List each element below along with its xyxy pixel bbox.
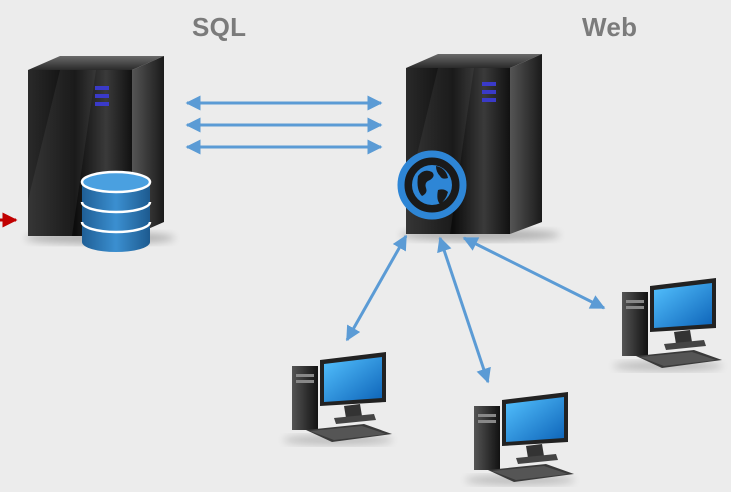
client-computer-1 — [283, 352, 393, 445]
monitor-screen — [506, 397, 564, 442]
web-server — [397, 54, 560, 241]
globe-icon — [397, 150, 467, 220]
connection-arrow — [437, 236, 491, 384]
database-icon — [80, 170, 152, 252]
server-status-lights — [482, 82, 496, 102]
sql-server — [25, 56, 175, 252]
web-client-connections — [345, 234, 606, 384]
monitor-screen — [654, 283, 712, 328]
client-computer-2 — [465, 392, 575, 485]
connection-arrow — [345, 234, 408, 342]
web-label: Web — [582, 12, 638, 42]
sql-web-connections — [185, 95, 383, 155]
sql-label: SQL — [192, 12, 247, 42]
monitor-screen — [324, 357, 382, 402]
client-computer-3 — [613, 278, 723, 371]
connection-arrow — [462, 236, 606, 310]
server-status-lights — [95, 86, 109, 106]
